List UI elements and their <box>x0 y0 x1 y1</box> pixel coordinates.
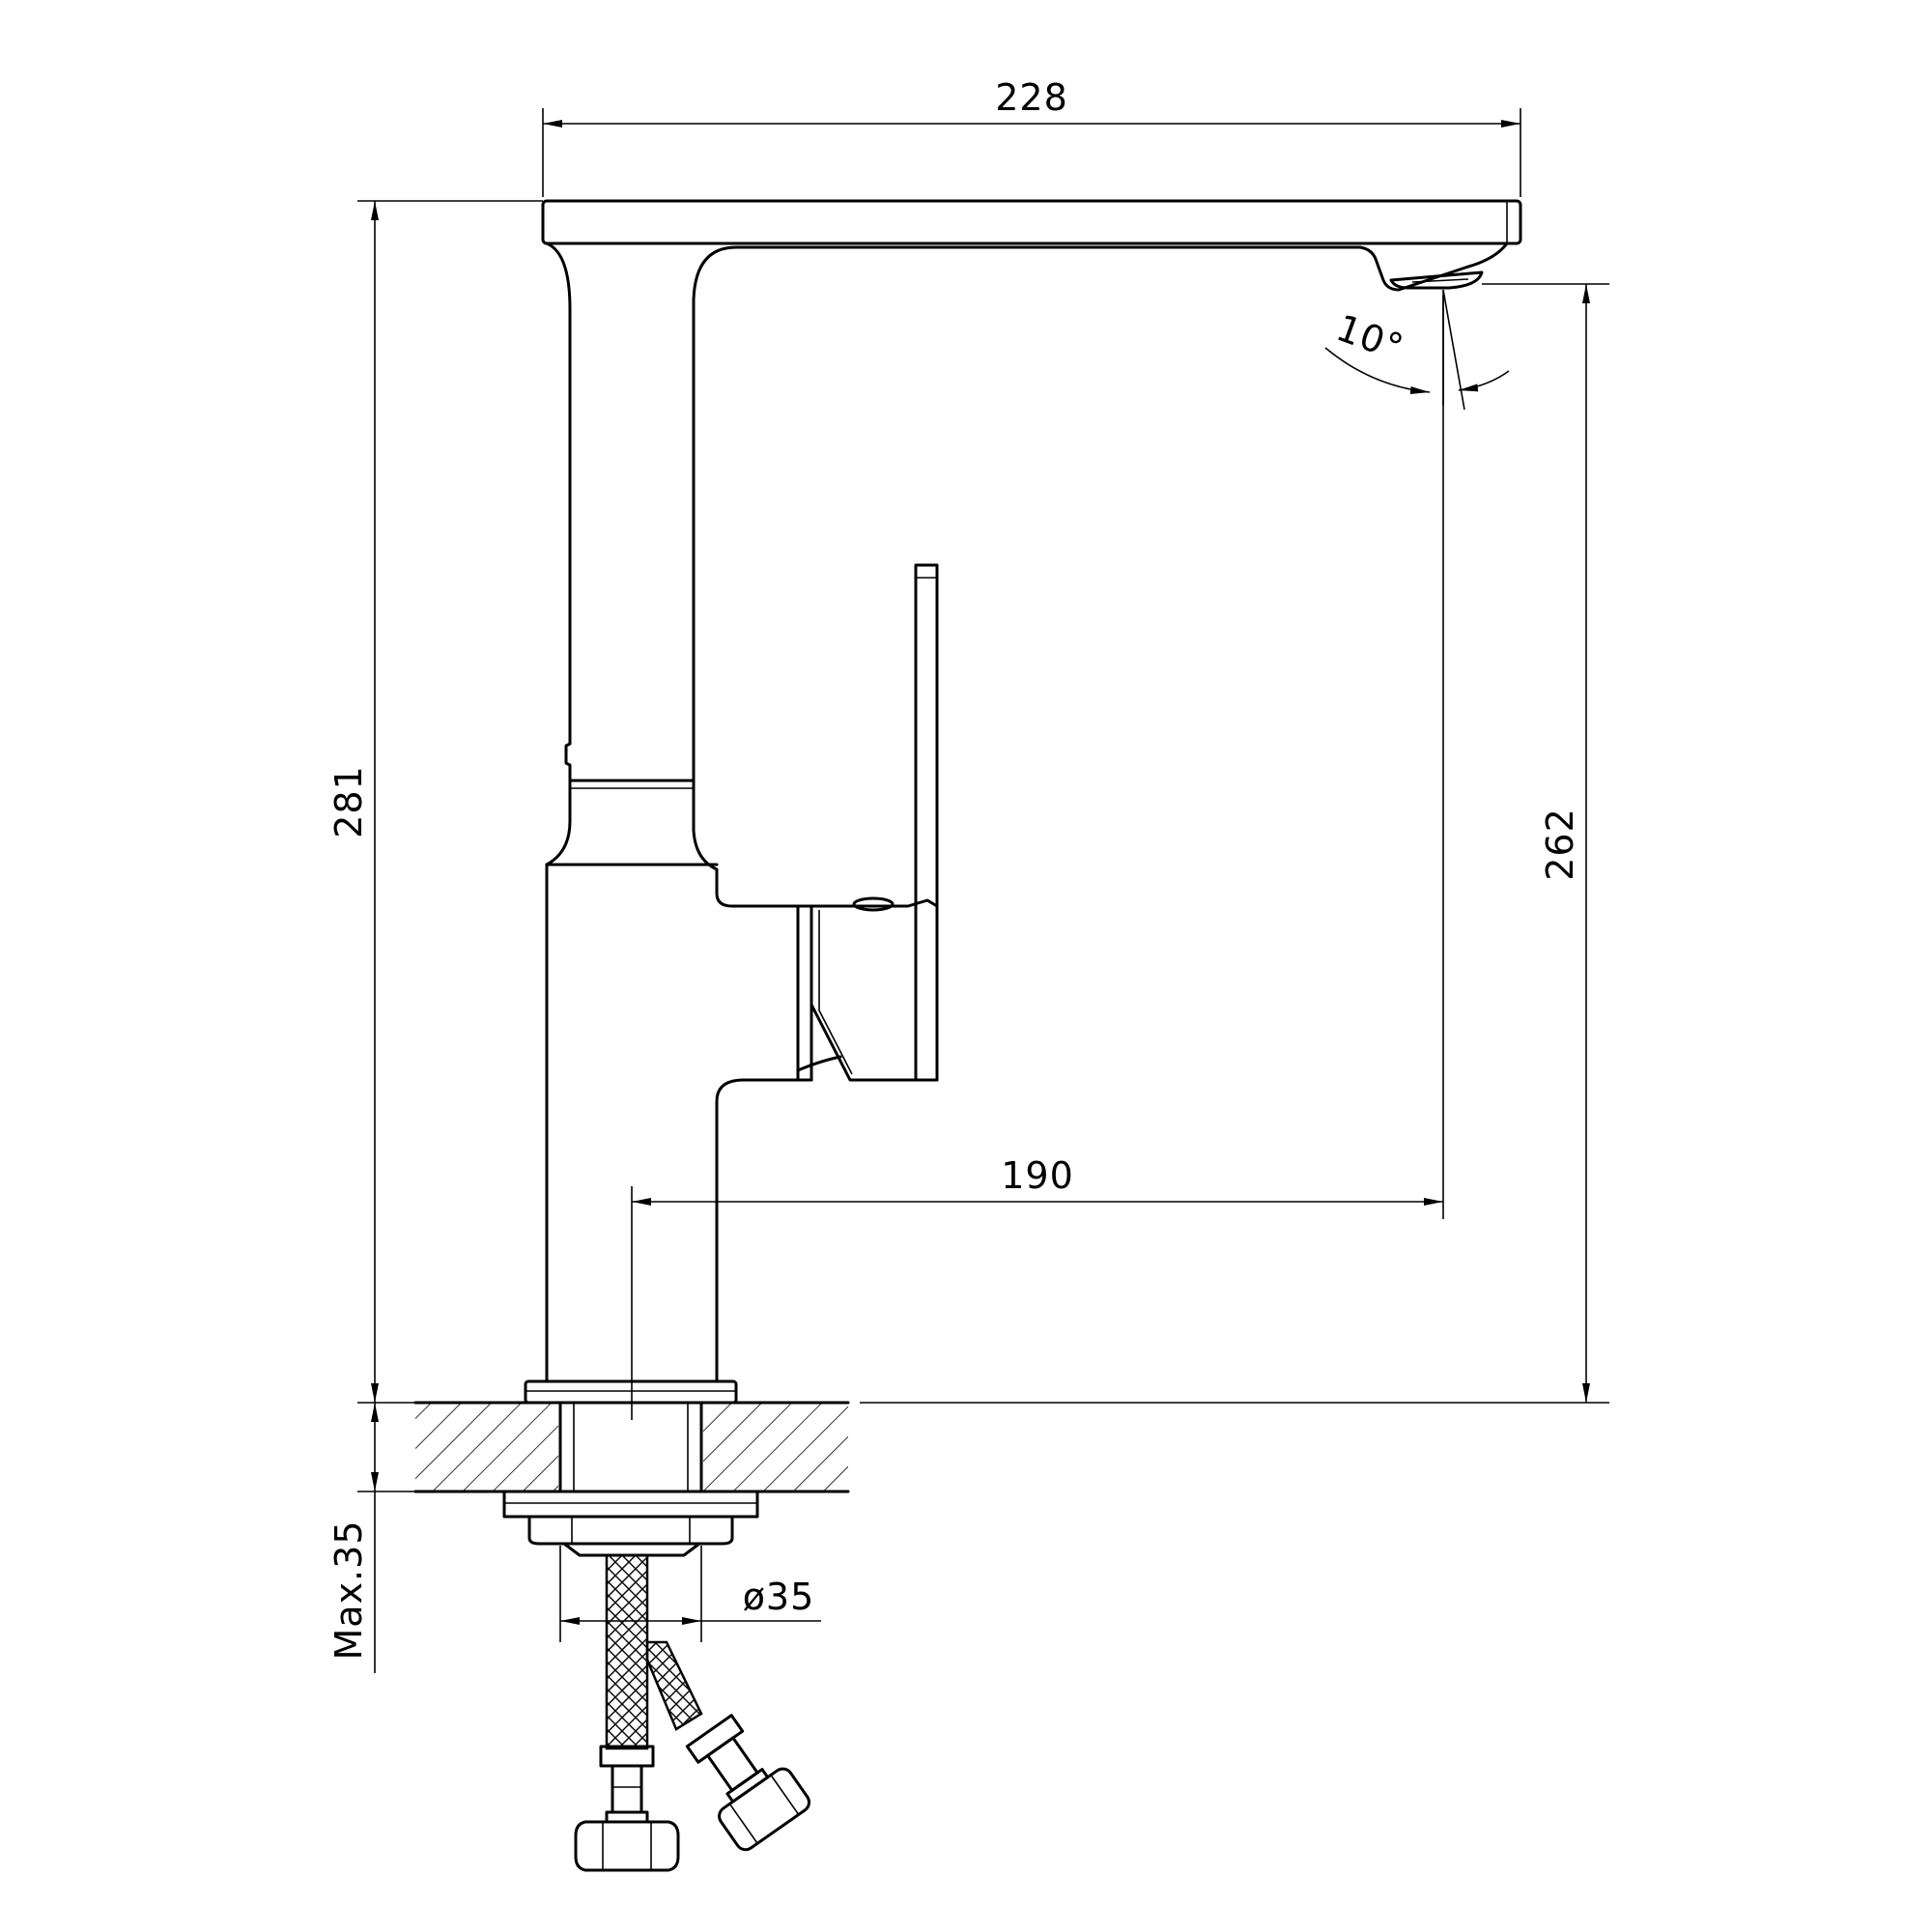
spout-top-bar <box>541 199 1522 245</box>
column-left-edge <box>545 242 572 867</box>
dim-outlet-height: 262 <box>1539 808 1581 881</box>
supply-hoses <box>574 1553 811 1872</box>
hose-nut-straight <box>574 1820 680 1872</box>
lever-blade <box>914 563 939 1082</box>
countertop-section <box>413 1401 850 1557</box>
lever-cartridge <box>796 904 813 1082</box>
mounting-shank <box>558 1401 703 1493</box>
dimensions: 228 281 Max.35 262 190 10° ø35 <box>327 76 1609 1673</box>
dim-overall-height: 281 <box>327 765 370 838</box>
lever-handle-neck <box>810 898 939 1082</box>
hose-nut-angled <box>718 1767 811 1852</box>
dim-max-countertop: Max.35 <box>327 1520 370 1661</box>
hose-straight <box>605 1553 649 1750</box>
washer <box>502 1490 759 1519</box>
column-right-edge <box>692 245 813 908</box>
lock-nut <box>527 1515 734 1546</box>
dim-spout-reach: 190 <box>1001 1154 1074 1197</box>
lower-body <box>545 863 813 1383</box>
dim-hose-diameter: ø35 <box>743 1576 815 1618</box>
base-flange <box>524 1379 738 1405</box>
dim-overall-width: 228 <box>995 76 1068 119</box>
hose-angled <box>645 1640 703 1731</box>
aerator <box>1389 270 1484 290</box>
spout-underside <box>734 242 1509 292</box>
faucet-body <box>524 199 1522 1405</box>
